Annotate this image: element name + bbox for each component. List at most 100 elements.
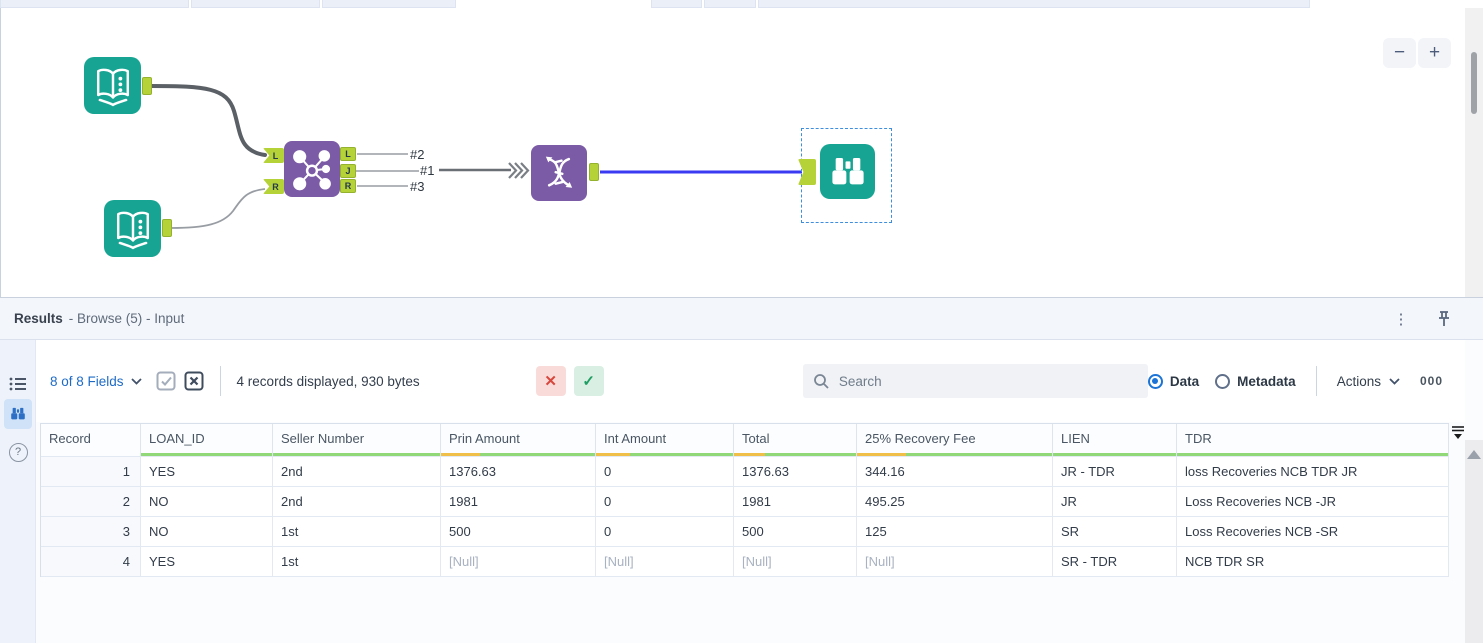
data-cell[interactable]: [Null] xyxy=(596,547,734,577)
data-cell[interactable]: 125 xyxy=(857,517,1053,547)
workflow-tab-fragment[interactable] xyxy=(704,0,756,8)
deselect-all-fields-icon[interactable] xyxy=(184,371,204,391)
fields-dropdown[interactable]: 8 of 8 Fields xyxy=(50,374,142,389)
pin-panel-icon[interactable] xyxy=(1434,309,1454,329)
formula-output-anchor[interactable] xyxy=(589,163,599,181)
join-output-right-anchor[interactable]: R xyxy=(340,179,356,193)
record-number-cell[interactable]: 4 xyxy=(41,547,141,577)
browse-tool[interactable] xyxy=(820,144,875,199)
data-cell[interactable]: 2nd xyxy=(273,487,441,517)
radio-metadata-label: Metadata xyxy=(1237,373,1296,389)
data-cell[interactable]: Loss Recoveries NCB -JR xyxy=(1177,487,1449,517)
column-header-label: Prin Amount xyxy=(449,431,520,446)
column-header[interactable]: Prin Amount xyxy=(441,424,596,456)
cancel-button[interactable]: ✕ xyxy=(535,366,566,396)
column-header[interactable]: Int Amount xyxy=(596,424,734,456)
formula-tool[interactable] xyxy=(531,145,587,201)
column-header[interactable]: LIEN xyxy=(1053,424,1177,456)
workflow-canvas[interactable]: L R L J R #2 #1 #3 xyxy=(0,8,1466,298)
scroll-up-arrow[interactable] xyxy=(1467,450,1481,459)
connection-input1-to-join[interactable] xyxy=(149,84,267,157)
grid-options-icon[interactable] xyxy=(1450,424,1466,440)
toolbar-divider xyxy=(219,366,221,396)
panel-menu-icon[interactable]: ⋮ xyxy=(1393,310,1409,328)
actions-dropdown[interactable]: Actions xyxy=(1337,374,1400,389)
data-cell[interactable]: [Null] xyxy=(734,547,857,577)
column-header-label: Int Amount xyxy=(604,431,667,446)
column-header[interactable]: Seller Number xyxy=(273,424,441,456)
data-cell[interactable]: NO xyxy=(141,487,273,517)
join-input-left-anchor[interactable]: L xyxy=(263,148,284,163)
column-header-label: LOAN_ID xyxy=(149,431,205,446)
column-header[interactable]: LOAN_ID xyxy=(141,424,273,456)
workflow-tab-fragment[interactable] xyxy=(191,0,320,8)
record-number-cell[interactable]: 2 xyxy=(41,487,141,517)
record-number-cell[interactable]: 3 xyxy=(41,517,141,547)
data-cell[interactable]: 1981 xyxy=(441,487,596,517)
data-cell[interactable]: JR - TDR xyxy=(1053,457,1177,487)
data-cell[interactable]: 0 xyxy=(596,517,734,547)
workflow-tab-fragment[interactable] xyxy=(651,0,702,8)
data-cell[interactable]: 1376.63 xyxy=(734,457,857,487)
join-tool[interactable] xyxy=(284,141,340,197)
data-cell[interactable]: 495.25 xyxy=(857,487,1053,517)
data-cell[interactable]: 2nd xyxy=(273,457,441,487)
data-quality-bar xyxy=(273,453,440,456)
data-cell[interactable]: YES xyxy=(141,547,273,577)
browse-results-icon[interactable] xyxy=(4,399,32,429)
column-header[interactable]: TDR xyxy=(1177,424,1449,456)
cell-viewer-toggle[interactable]: 000 xyxy=(1419,374,1443,388)
actions-label: Actions xyxy=(1336,373,1381,389)
data-cell[interactable]: 1376.63 xyxy=(441,457,596,487)
radio-data[interactable]: Data xyxy=(1147,373,1199,389)
data-cell[interactable]: 500 xyxy=(441,517,596,547)
search-input[interactable] xyxy=(836,372,1121,390)
data-cell[interactable]: 500 xyxy=(734,517,857,547)
data-cell[interactable]: Loss Recoveries NCB -SR xyxy=(1177,517,1449,547)
input1-output-anchor[interactable] xyxy=(142,77,152,95)
data-cell[interactable]: 1st xyxy=(273,517,441,547)
data-cell[interactable]: NO xyxy=(141,517,273,547)
messages-list-icon[interactable] xyxy=(4,371,32,397)
data-cell[interactable]: SR - TDR xyxy=(1053,547,1177,577)
column-header[interactable]: Record xyxy=(41,424,141,456)
search-box[interactable] xyxy=(802,364,1148,398)
workflow-tab-fragment[interactable] xyxy=(0,0,189,8)
column-header[interactable]: Total xyxy=(734,424,857,456)
column-header[interactable]: 25% Recovery Fee xyxy=(857,424,1053,456)
data-cell[interactable]: 0 xyxy=(596,457,734,487)
workflow-tab-fragment[interactable] xyxy=(758,0,1310,8)
select-all-fields-icon[interactable] xyxy=(156,371,176,391)
input2-output-anchor[interactable] xyxy=(162,219,172,237)
record-number-cell[interactable]: 1 xyxy=(41,457,141,487)
data-cell[interactable]: [Null] xyxy=(441,547,596,577)
canvas-vertical-scrollbar[interactable] xyxy=(1465,8,1483,298)
data-cell[interactable]: YES xyxy=(141,457,273,487)
browse-input-anchor[interactable] xyxy=(798,159,816,185)
input-data-tool-1[interactable] xyxy=(84,57,141,114)
zoom-in-button[interactable]: + xyxy=(1418,38,1451,68)
zoom-out-button[interactable]: − xyxy=(1383,38,1416,68)
canvas-scrollbar-thumb[interactable] xyxy=(1471,52,1477,114)
join-output-left-anchor[interactable]: L xyxy=(340,147,356,161)
input-data-tool-2[interactable] xyxy=(104,200,161,257)
data-cell[interactable]: [Null] xyxy=(857,547,1053,577)
data-cell[interactable]: loss Recoveries NCB TDR JR xyxy=(1177,457,1449,487)
grid-vertical-scrollbar[interactable] xyxy=(1465,440,1483,643)
data-cell[interactable]: SR xyxy=(1053,517,1177,547)
data-cell[interactable]: 1981 xyxy=(734,487,857,517)
data-cell[interactable]: 344.16 xyxy=(857,457,1053,487)
radio-metadata[interactable]: Metadata xyxy=(1215,373,1296,389)
data-cell[interactable]: NCB TDR SR xyxy=(1177,547,1449,577)
radio-unselected-icon xyxy=(1215,373,1231,389)
join-input-right-anchor[interactable]: R xyxy=(263,179,284,194)
help-icon[interactable]: ? xyxy=(4,439,32,465)
connection-input2-to-join[interactable] xyxy=(170,188,266,229)
data-cell[interactable]: JR xyxy=(1053,487,1177,517)
data-cell[interactable]: 0 xyxy=(596,487,734,517)
join-output-join-anchor[interactable]: J xyxy=(340,164,356,178)
apply-button[interactable]: ✓ xyxy=(573,366,604,396)
workflow-tab-fragment[interactable] xyxy=(322,0,456,8)
data-cell[interactable]: 1st xyxy=(273,547,441,577)
